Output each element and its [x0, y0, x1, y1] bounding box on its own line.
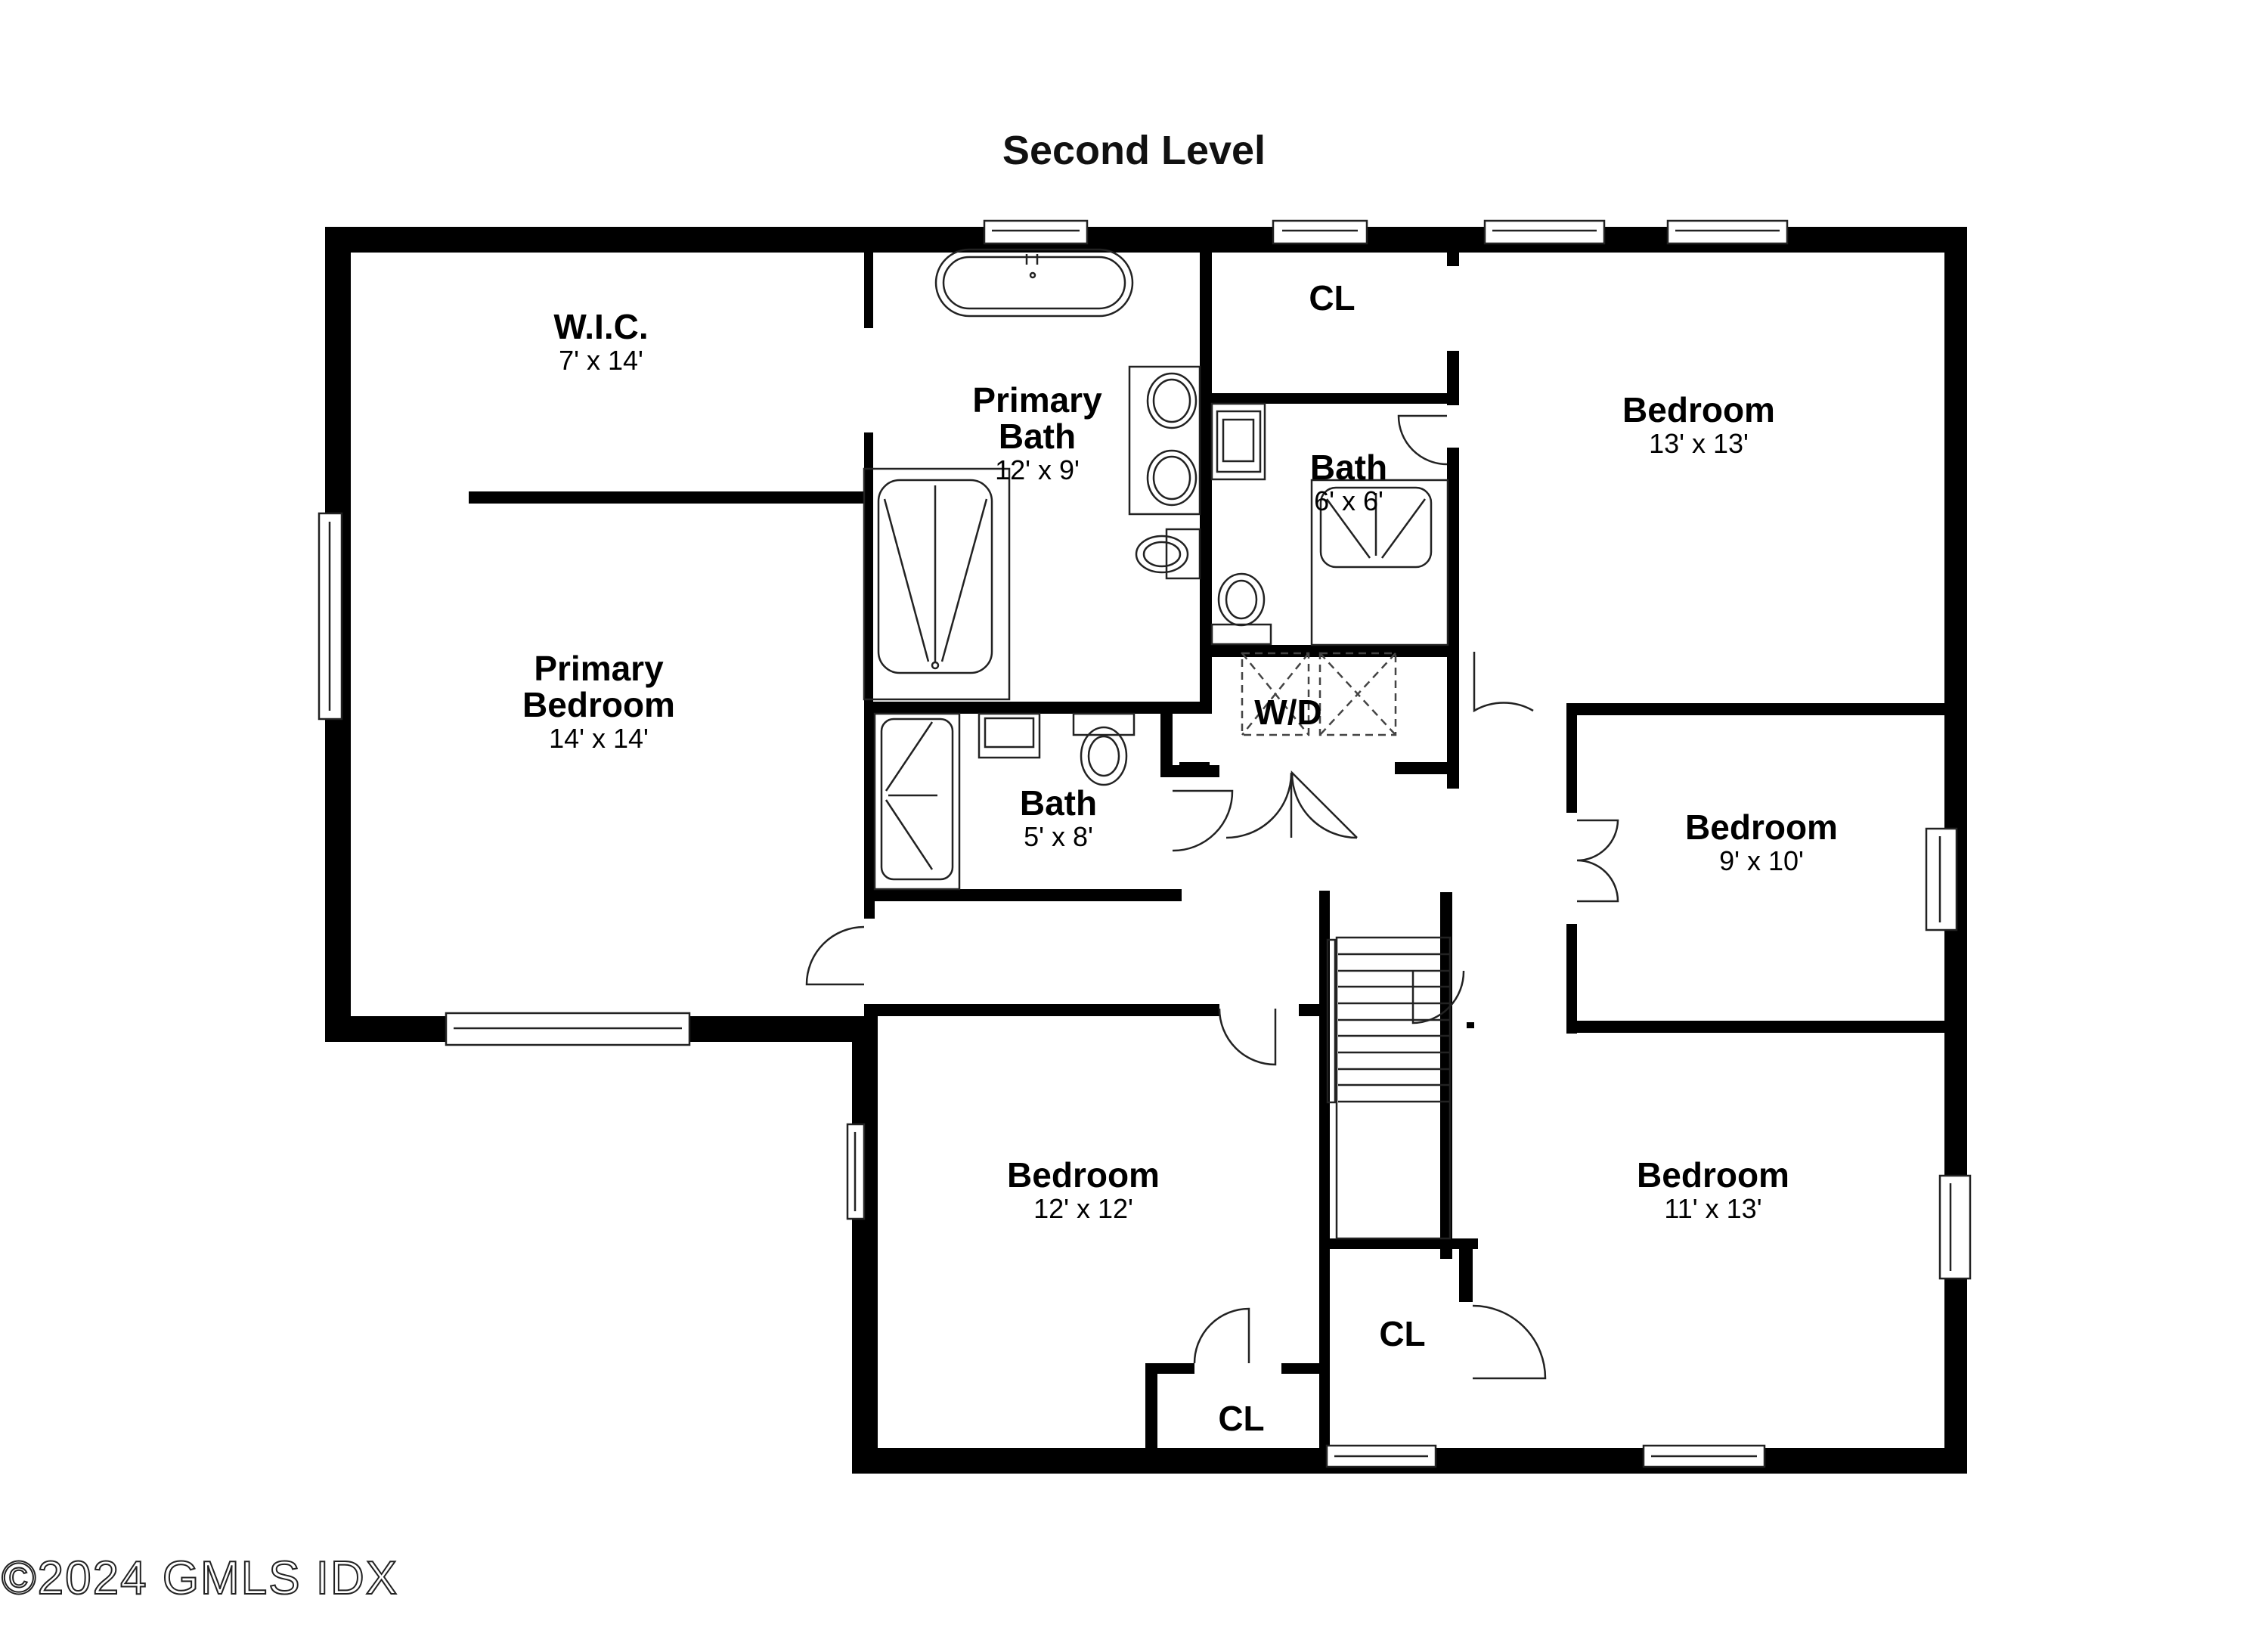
door-bedroom-mid-right — [1576, 819, 1619, 903]
shower-icon-hall — [873, 712, 961, 891]
room-bedroom-bottom-left: Bedroom 12' x 12' — [1007, 1157, 1160, 1225]
door-bath-6x6 — [1397, 414, 1448, 466]
window-top-bedroom-2 — [1666, 219, 1789, 245]
door-hall-bath — [1172, 789, 1234, 852]
room-dimensions: 11' x 13' — [1664, 1193, 1762, 1224]
room-name: CL — [1218, 1399, 1265, 1438]
room-name: Bedroom — [1685, 807, 1838, 847]
copyright-watermark: ©2024 GMLS IDX — [1, 1551, 399, 1605]
window-bottom-bedroom-right — [1642, 1444, 1766, 1468]
toilet-icon-small — [1210, 572, 1272, 646]
door-closet-bottom-left — [1193, 1307, 1250, 1364]
room-dimensions: 6' x 6' — [1314, 485, 1383, 516]
room-name: Bath — [1309, 448, 1388, 487]
room-closet-bottom-center: CL — [1379, 1316, 1425, 1352]
shower-icon — [863, 467, 1011, 701]
room-dimensions: 14' x 14' — [549, 723, 649, 754]
room-bedroom-bottom-right: Bedroom 11' x 13' — [1637, 1157, 1789, 1225]
room-dimensions: 5' x 8' — [1024, 821, 1093, 852]
staircase-icon — [1326, 936, 1452, 1240]
window-top-primary-bath — [983, 219, 1089, 245]
room-name-line2: Bedroom — [522, 685, 675, 724]
room-name: Bedroom — [1007, 1155, 1160, 1195]
window-left-primary-bedroom — [318, 512, 343, 721]
room-name: CL — [1379, 1314, 1426, 1353]
window-right-bedroom-mid — [1925, 827, 1958, 931]
room-bath-5x8: Bath 5' x 8' — [1020, 785, 1097, 853]
room-name: Bedroom — [1622, 390, 1775, 429]
room-dimensions: 9' x 10' — [1719, 845, 1804, 876]
double-vanity-icon — [1128, 365, 1201, 516]
window-bottom-closet — [1325, 1444, 1437, 1468]
fixtures — [863, 248, 1452, 1240]
room-name-line2: Bath — [998, 417, 1077, 456]
sink-icon — [1210, 402, 1266, 481]
window-bottom-primary-bedroom — [445, 1012, 691, 1046]
room-dimensions: 12' x 9' — [995, 454, 1080, 485]
doors — [805, 414, 1619, 1380]
door-laundry-right — [1290, 770, 1358, 839]
room-closet-top: CL — [1309, 280, 1355, 316]
window-top-bedroom-1 — [1483, 219, 1606, 245]
bathtub-icon — [934, 248, 1134, 318]
door-bedroom-bottom-right — [1411, 970, 1465, 1024]
room-name: Bedroom — [1637, 1155, 1789, 1195]
room-bedroom-mid-right: Bedroom 9' x 10' — [1685, 809, 1838, 877]
room-name: CL — [1309, 278, 1356, 318]
room-laundry: W/D — [1254, 694, 1321, 730]
room-closet-bottom-left: CL — [1218, 1400, 1264, 1437]
room-bedroom-top-right: Bedroom 13' x 13' — [1622, 392, 1775, 460]
room-name-line1: Primary — [972, 380, 1102, 420]
room-primary-bedroom: Primary Bedroom 14' x 14' — [522, 650, 675, 755]
room-name-line1: Primary — [534, 649, 664, 688]
room-wic: W.I.C. 7' x 14' — [553, 308, 648, 377]
room-dimensions: 7' x 14' — [559, 345, 643, 376]
door-bedroom-top-right — [1473, 652, 1534, 713]
toilet-icon — [1135, 528, 1201, 580]
door-laundry-left — [1225, 772, 1293, 839]
floor-title: Second Level — [1002, 128, 1266, 173]
window-right-bedroom-bottom — [1938, 1174, 1972, 1280]
sink-icon-hall — [978, 712, 1041, 759]
shower-icon-small — [1310, 479, 1449, 646]
room-dimensions: 13' x 13' — [1649, 428, 1749, 459]
door-primary-bedroom — [805, 925, 865, 986]
door-closet-bottom-center — [1472, 1304, 1547, 1380]
toilet-icon-hall — [1072, 712, 1136, 786]
room-bath-6x6: Bath 6' x 6' — [1310, 449, 1387, 517]
window-top-closet — [1272, 219, 1368, 245]
room-dimensions: 12' x 12' — [1033, 1193, 1133, 1224]
room-name: Bath — [1019, 783, 1098, 823]
window-left-bedroom-bottom-left — [846, 1123, 866, 1220]
washer-dryer-icon — [1241, 652, 1397, 736]
room-primary-bath: Primary Bath 12' x 9' — [972, 382, 1101, 486]
windows — [318, 219, 1972, 1468]
room-name: W.I.C. — [553, 307, 649, 346]
door-bedroom-bottom-left — [1218, 1008, 1277, 1066]
room-name: W/D — [1254, 693, 1322, 732]
